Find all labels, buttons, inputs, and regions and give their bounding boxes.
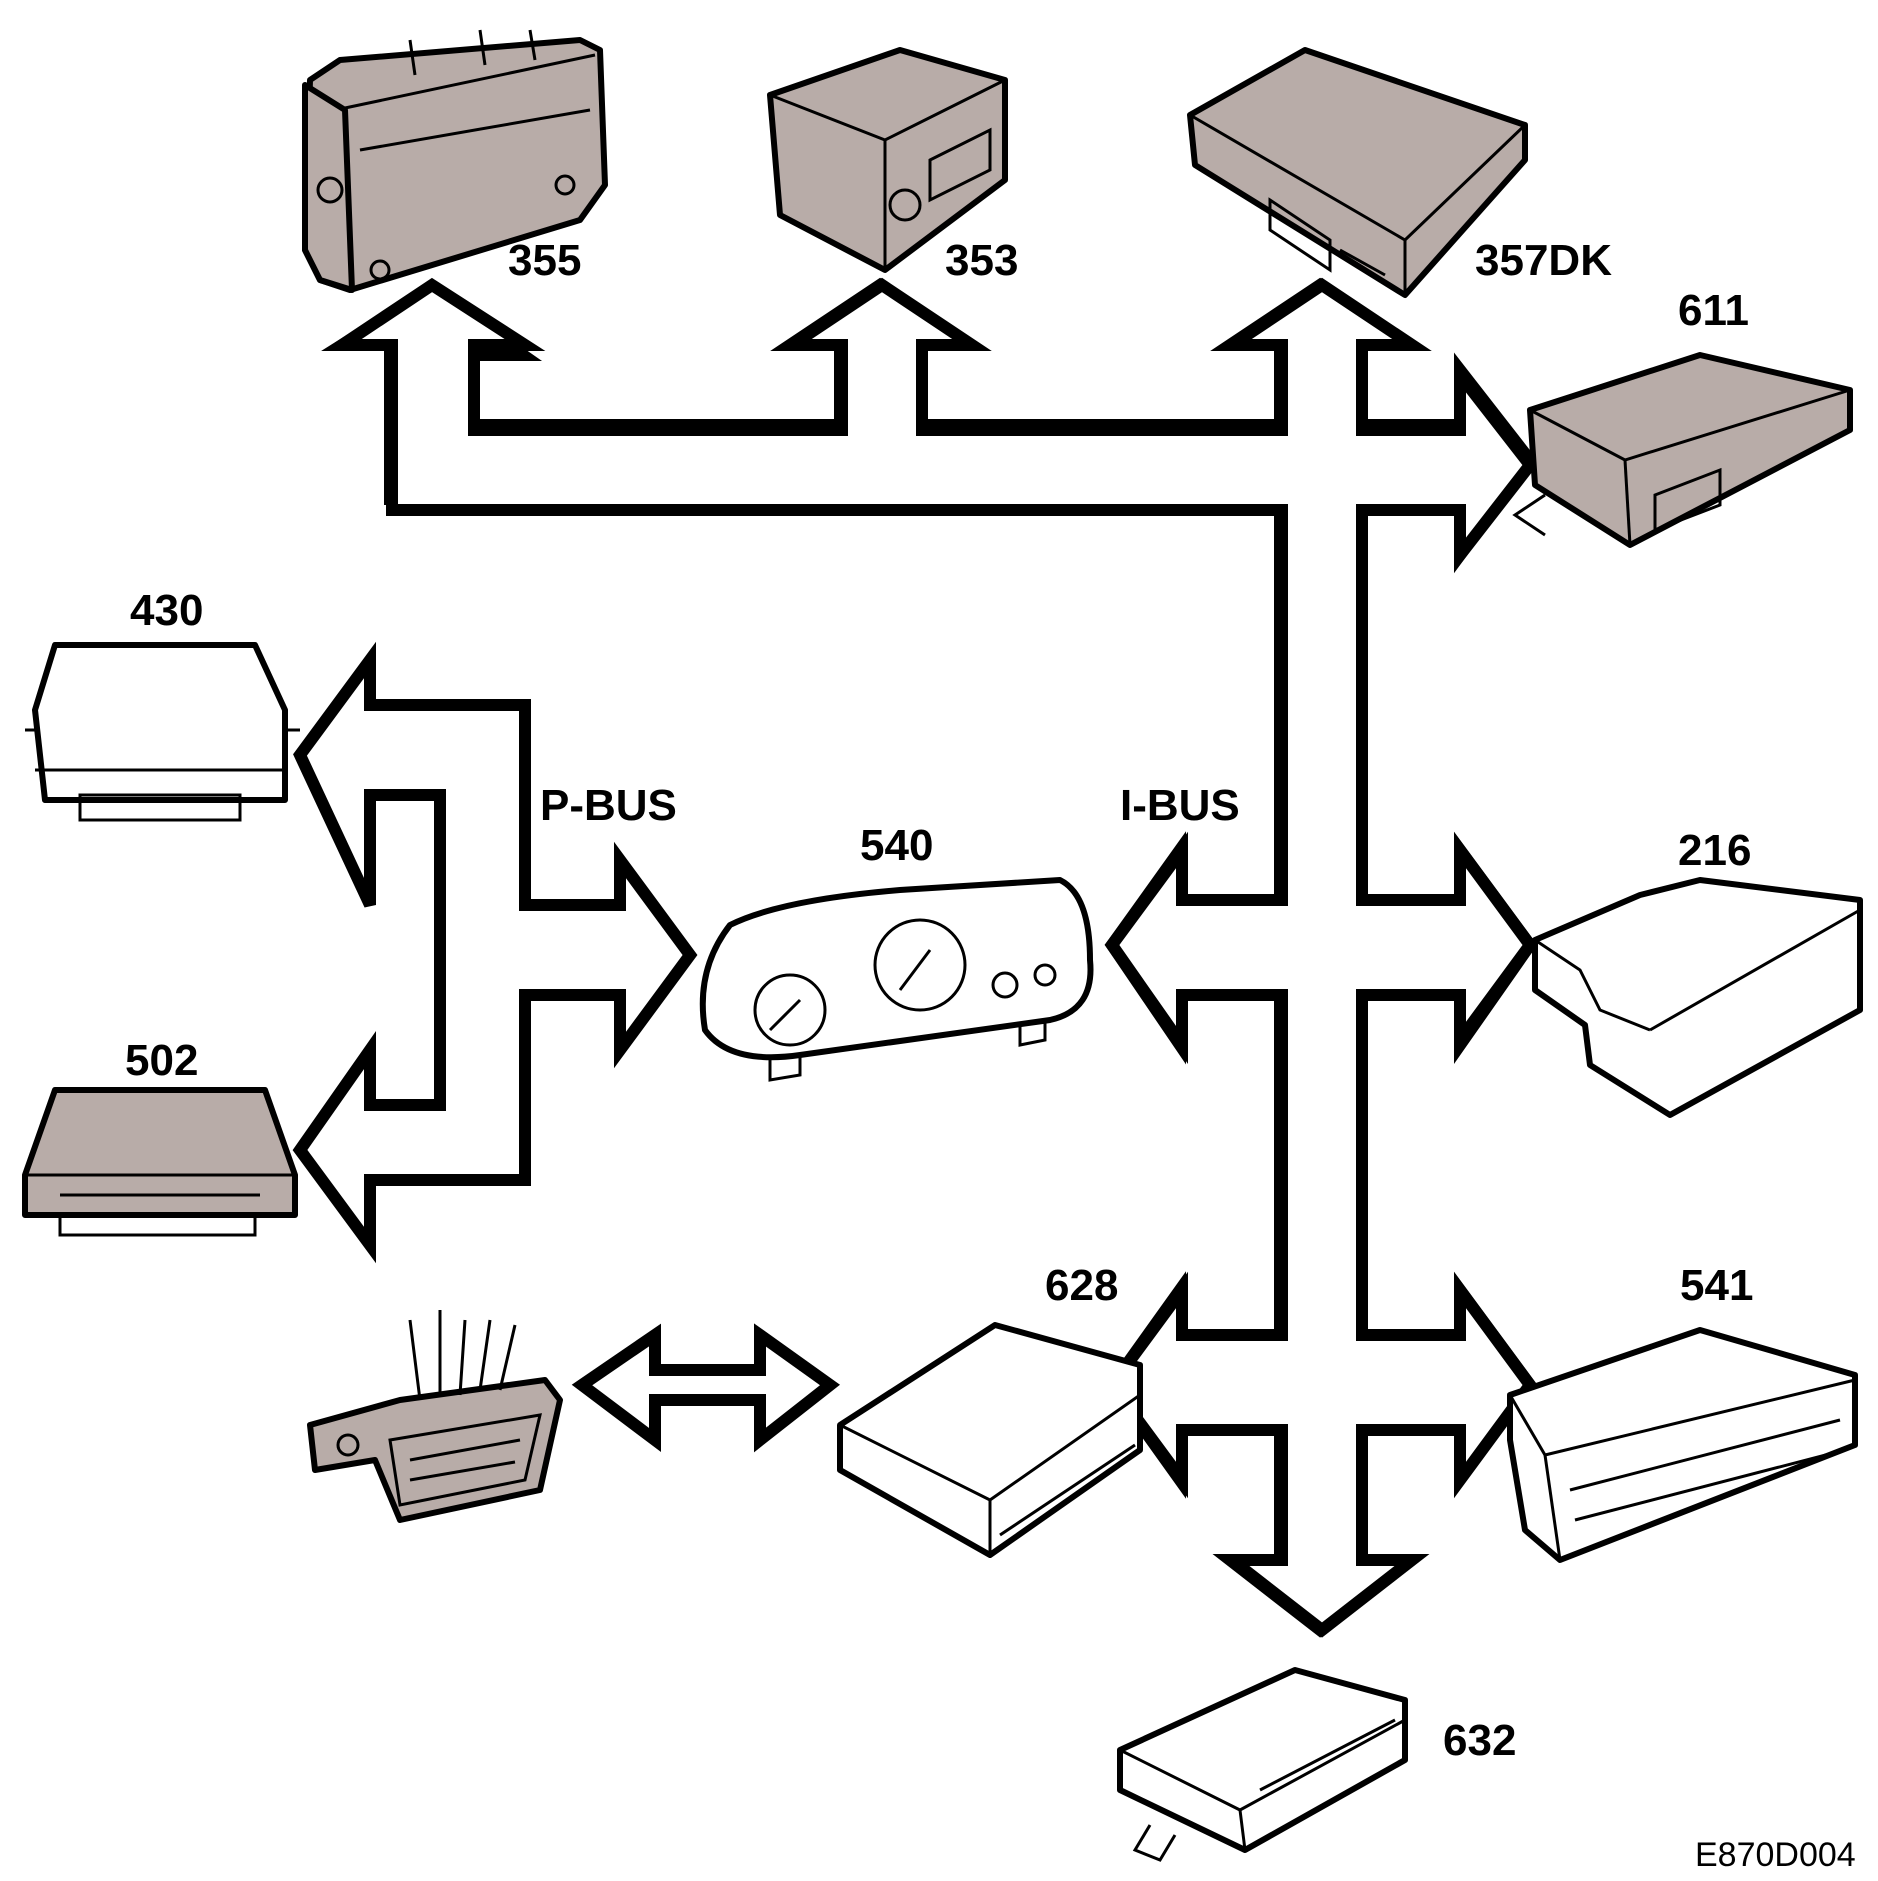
- obd-connector: [307, 1310, 563, 1523]
- module-355: 355: [302, 29, 608, 293]
- i-bus-label: I-BUS: [1120, 781, 1240, 830]
- module-502: 502: [22, 1036, 298, 1237]
- label-355: 355: [508, 236, 581, 285]
- label-502: 502: [125, 1036, 198, 1085]
- p-bus-label: P-BUS: [540, 781, 677, 830]
- module-540: 540: [699, 821, 1094, 1082]
- module-430: 430: [25, 586, 300, 822]
- label-216: 216: [1678, 826, 1751, 875]
- label-430: 430: [130, 586, 203, 635]
- label-632: 632: [1443, 1716, 1516, 1765]
- obd-link-arrow: [571, 1323, 841, 1453]
- module-628: 628: [837, 1261, 1143, 1558]
- module-357dk: 357DK: [1187, 47, 1612, 298]
- label-628: 628: [1045, 1261, 1118, 1310]
- module-611: 611: [1512, 286, 1853, 548]
- label-611: 611: [1678, 286, 1749, 335]
- label-541: 541: [1680, 1261, 1753, 1310]
- reference-code: E870D004: [1695, 1836, 1856, 1874]
- module-216: 216: [1532, 826, 1863, 1118]
- module-632: 632: [1117, 1667, 1516, 1862]
- p-bus-arrows: [292, 641, 698, 1264]
- label-357dk: 357DK: [1475, 236, 1612, 285]
- label-353: 353: [945, 236, 1018, 285]
- label-540: 540: [860, 821, 933, 870]
- module-541: 541: [1507, 1261, 1858, 1563]
- module-353: 353: [767, 47, 1018, 285]
- i-bus-trunk: [322, 277, 1538, 1638]
